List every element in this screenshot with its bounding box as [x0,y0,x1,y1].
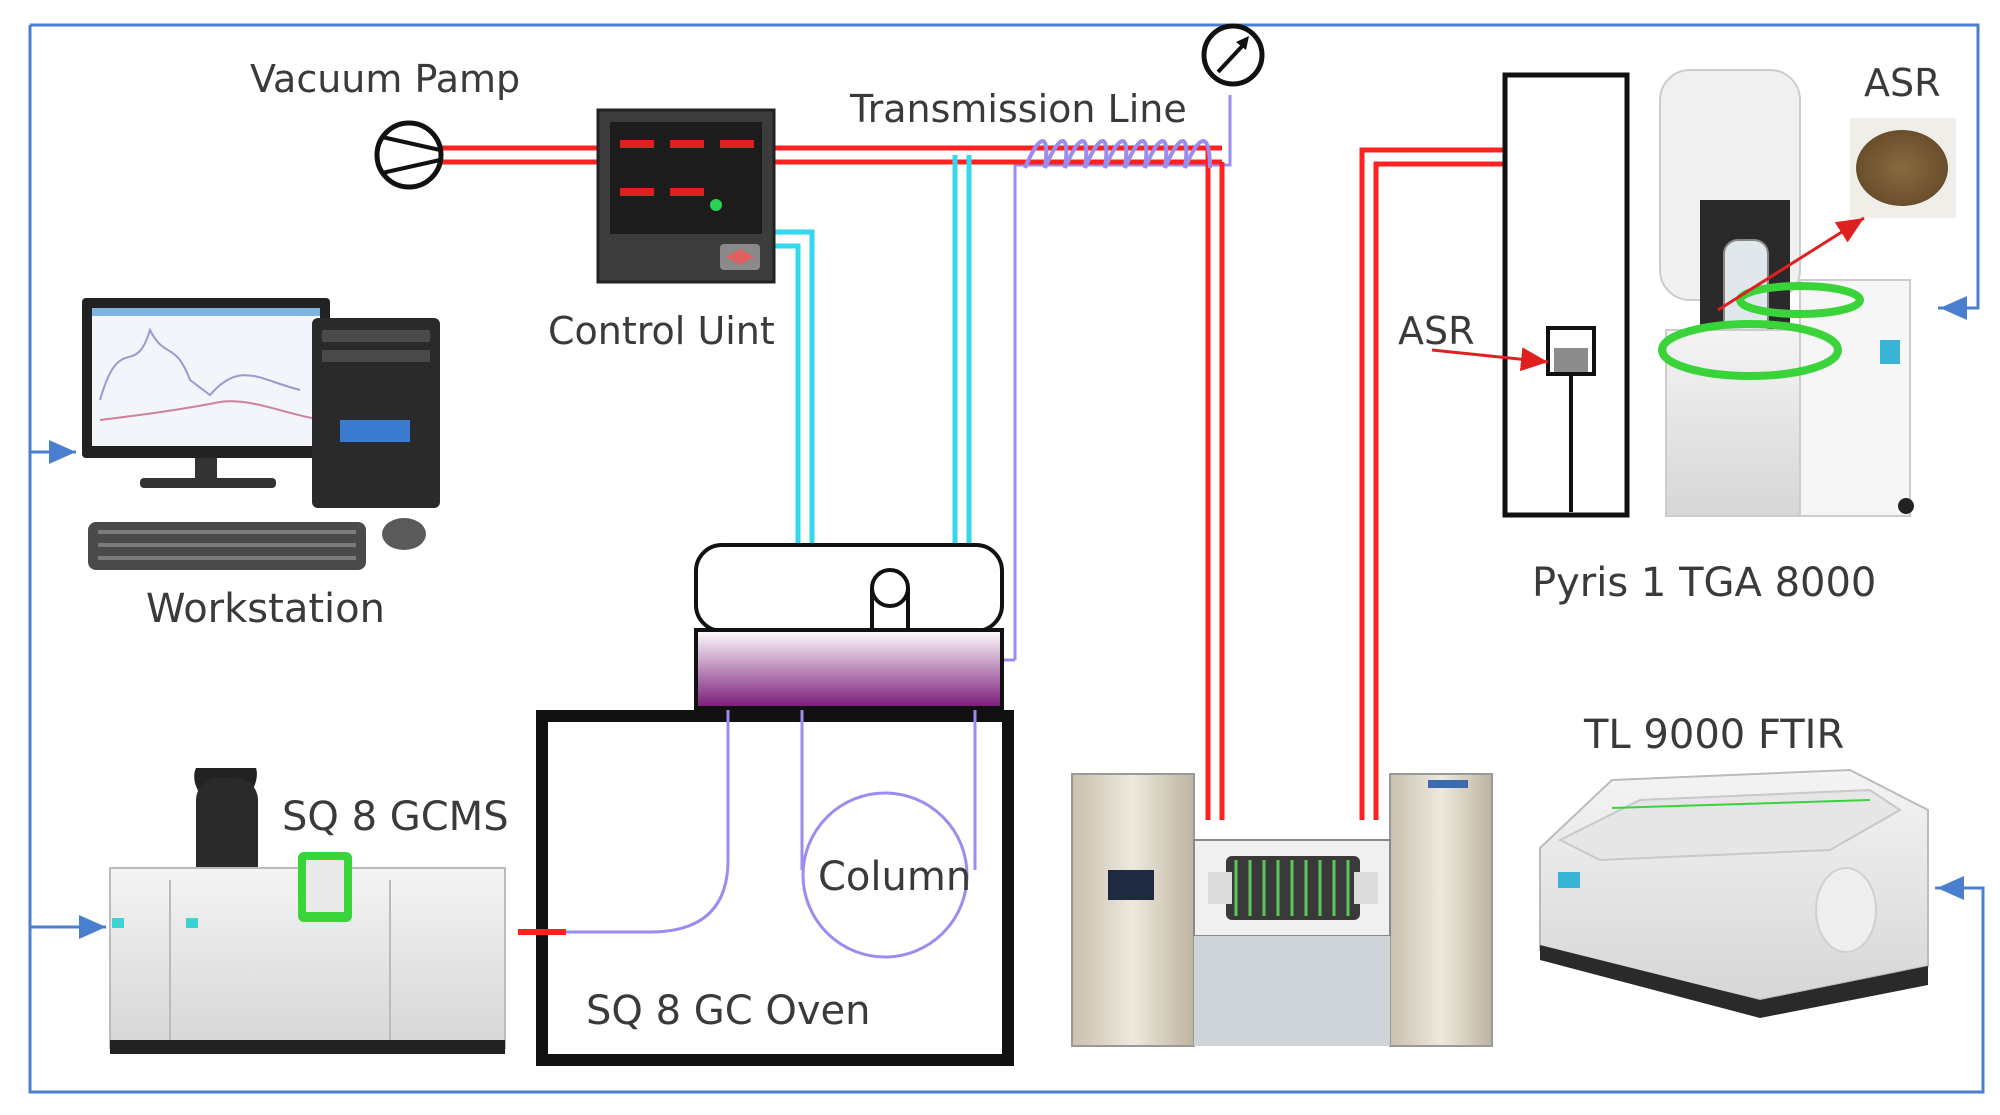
transmission-coil [1023,139,1212,169]
tga-furnace [1431,72,1630,518]
vacuum-pump-icon [374,120,444,190]
gc-oven [518,710,1014,1066]
gcms-label: SQ 8 GCMS [282,794,509,840]
pressure-gauge-icon [1201,23,1265,87]
arrow-right-icon [30,296,1983,939]
tga-label: Pyris 1 TGA 8000 [1532,560,1876,606]
control-unit [596,108,776,284]
asr-furnace-label: ASR [1398,309,1475,353]
workstation-computer [82,298,440,570]
gcms-instrument [109,768,506,1054]
control-unit-label: Control Uint [548,309,775,353]
gc-injector [694,543,1004,710]
ftir-gas-cell [1071,773,1493,1047]
transmission-line-label: Transmission Line [849,87,1187,131]
vacuum-pump-label: Vacuum Pamp [250,57,520,101]
asr-sample-image [1717,118,1956,312]
tga-instrument [1658,69,1914,517]
ftir-spectrometer [1539,768,1929,1018]
column-label: Column [818,854,971,900]
capillary-line [1000,95,1232,662]
workstation-label: Workstation [146,586,385,632]
ftir-label: TL 9000 FTIR [1583,712,1844,758]
asr-sample-label: ASR [1864,61,1941,105]
gc-oven-label: SQ 8 GC Oven [586,988,871,1034]
